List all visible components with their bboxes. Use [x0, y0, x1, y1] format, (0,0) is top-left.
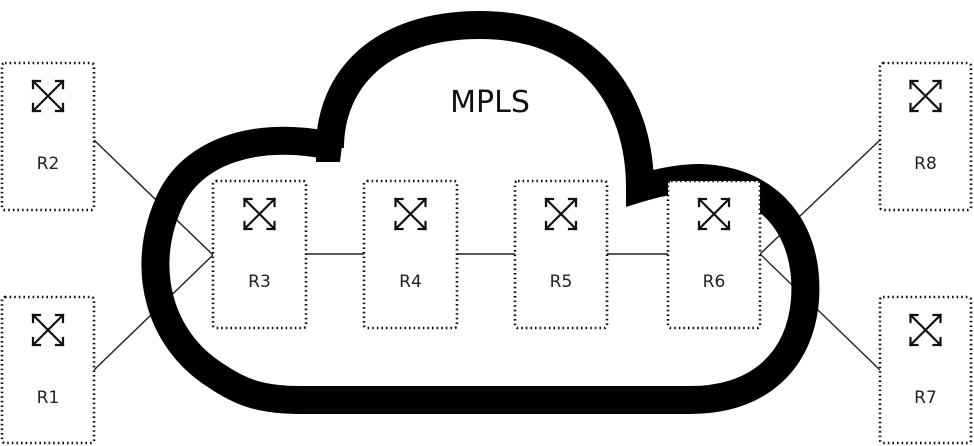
router-r8[interactable]: R8 [878, 61, 973, 212]
link-r6-r7 [759, 253, 881, 371]
cloud-label: MPLS [450, 85, 530, 120]
router-label: R1 [37, 388, 60, 408]
router-label: R7 [914, 388, 937, 408]
router-box [513, 179, 609, 330]
router-arrows-icon [697, 197, 731, 231]
router-box [211, 179, 308, 330]
router-box [362, 179, 459, 330]
links-layer [93, 139, 881, 371]
router-r1[interactable]: R1 [0, 295, 96, 445]
router-box [878, 61, 973, 212]
router-r4[interactable]: R4 [362, 179, 459, 330]
router-label: R4 [399, 272, 422, 292]
router-box [0, 61, 96, 212]
router-arrows-icon [908, 313, 943, 347]
router-box [0, 295, 96, 445]
router-label: R8 [914, 154, 937, 174]
router-label: R5 [550, 272, 573, 292]
router-r5[interactable]: R5 [513, 179, 609, 330]
router-arrows-icon [31, 79, 65, 113]
router-r3[interactable]: R3 [211, 179, 308, 330]
router-r6[interactable]: R6 [666, 179, 762, 330]
router-arrows-icon [31, 313, 65, 347]
router-arrows-icon [908, 79, 943, 113]
router-label: R2 [37, 154, 60, 174]
router-arrows-icon [544, 197, 578, 231]
router-arrows-icon [393, 197, 428, 231]
router-arrows-icon [242, 197, 277, 231]
link-r2-r3 [93, 139, 214, 256]
router-label: R3 [248, 272, 271, 292]
router-box [878, 295, 973, 445]
router-r7[interactable]: R7 [878, 295, 973, 445]
router-label: R6 [703, 272, 726, 292]
router-r2[interactable]: R2 [0, 61, 96, 212]
mpls-cloud [141, 10, 820, 414]
router-box [666, 179, 762, 330]
